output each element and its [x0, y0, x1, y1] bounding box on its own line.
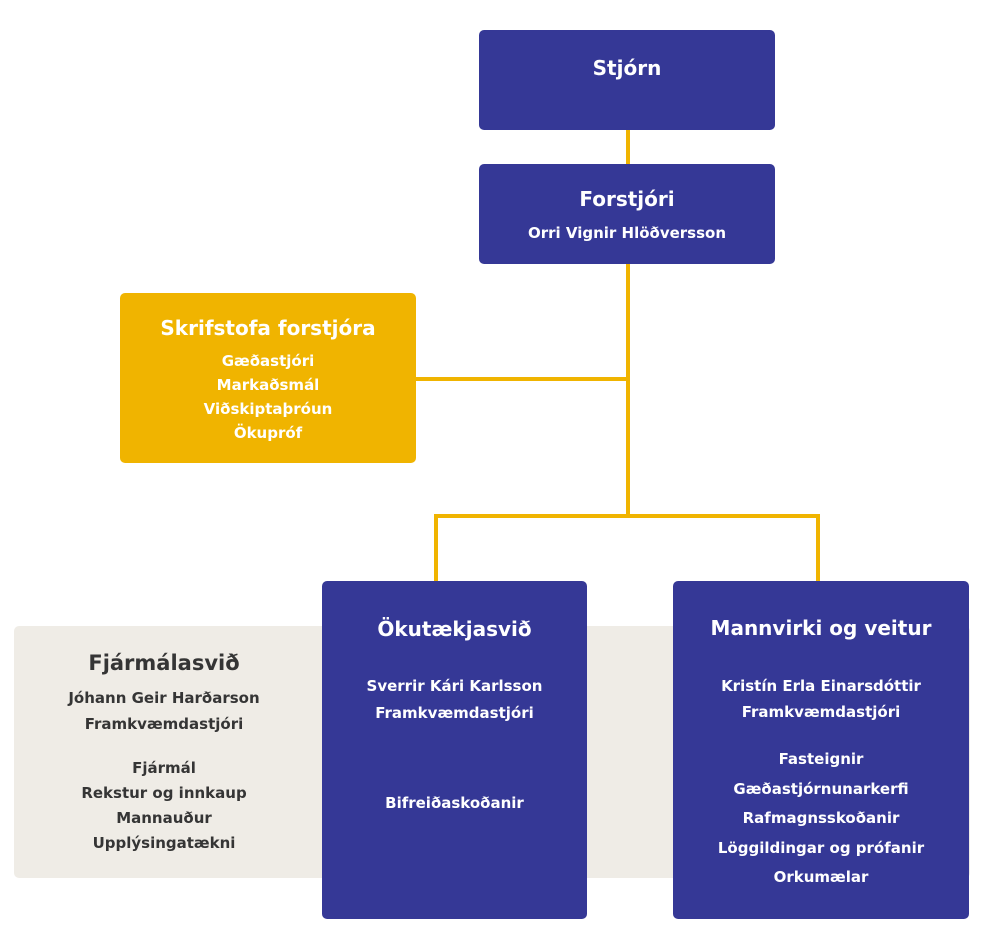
mannvirki-og-veitur-head-name: Kristín Erla Einarsdóttir	[721, 677, 921, 695]
fjarmalasvid-unit: Upplýsingatækni	[92, 834, 236, 852]
mannvirki-og-veitur-head-role: Framkvæmdastjóri	[741, 703, 901, 721]
okutaekjasvid-head-name: Sverrir Kári Karlsson	[366, 677, 543, 695]
forstjori-title: Forstjóri	[579, 187, 675, 211]
fjarmalasvid-unit: Mannauður	[116, 809, 212, 827]
forstjori-name: Orri Vignir Hlöðversson	[527, 224, 727, 242]
mannvirki-og-veitur-units: Fasteignir Gæðastjórnunarkerfi Rafmagnss…	[673, 745, 969, 893]
okutaekjasvid-units: Bifreiðaskoðanir	[322, 791, 587, 815]
okutaekjasvid-unit: Bifreiðaskoðanir	[385, 794, 524, 812]
forstjori-box: Forstjóri Orri Vignir Hlöðversson	[479, 164, 775, 264]
skrifstofa-forstjora-title: Skrifstofa forstjóra	[160, 316, 376, 340]
mannvirki-unit: Orkumælar	[773, 868, 869, 886]
okutaekjasvid-head-role: Framkvæmdastjóri	[375, 704, 534, 722]
mannvirki-unit: Gæðastjórnunarkerfi	[733, 779, 909, 798]
mannvirki-og-veitur-head: Kristín Erla Einarsdóttir Framkvæmdastjó…	[673, 673, 969, 725]
connector-skrifstofa	[416, 377, 628, 381]
fjarmalasvid-head-role: Framkvæmdastjóri	[84, 715, 244, 733]
stjorn-title: Stjórn	[592, 56, 662, 80]
fjarmalasvid-head-name: Jóhann Geir Harðarson	[68, 689, 260, 707]
mannvirki-unit: Fasteignir	[778, 750, 864, 768]
connector-horizontal-divisions	[434, 514, 820, 518]
skrifstofa-unit: Markaðsmál	[216, 376, 320, 394]
mannvirki-unit: Rafmagnsskoðanir	[742, 809, 900, 827]
skrifstofa-unit: Ökupróf	[233, 424, 303, 442]
skrifstofa-unit: Viðskiptaþróun	[203, 400, 333, 418]
skrifstofa-forstjora-units: Gæðastjóri Markaðsmál Viðskiptaþróun Öku…	[120, 349, 416, 445]
connector-okutaekja	[434, 514, 438, 581]
skrifstofa-forstjora-box: Skrifstofa forstjóra Gæðastjóri Markaðsm…	[120, 293, 416, 463]
skrifstofa-unit: Gæðastjóri	[221, 352, 315, 370]
stjorn-box: Stjórn	[479, 30, 775, 130]
fjarmalasvid-unit: Fjármál	[132, 759, 196, 777]
mannvirki-og-veitur-title: Mannvirki og veitur	[710, 616, 932, 640]
connector-stjorn-forstjori	[626, 130, 630, 164]
connector-mannvirki	[816, 514, 820, 581]
connector-forstjori-trunk	[626, 264, 630, 518]
fjarmalasvid-title: Fjármálasvið	[88, 651, 240, 675]
fjarmalasvid-unit: Rekstur og innkaup	[81, 784, 247, 802]
fjarmalasvid-units: Fjármál Rekstur og innkaup Mannauður Upp…	[14, 756, 314, 856]
okutaekjasvid-title: Ökutækjasvið	[377, 617, 532, 641]
mannvirki-unit: Löggildingar og prófanir	[717, 838, 925, 857]
okutaekjasvid-box: Ökutækjasvið Sverrir Kári Karlsson Framk…	[322, 581, 587, 919]
okutaekjasvid-head: Sverrir Kári Karlsson Framkvæmdastjóri	[322, 673, 587, 727]
fjarmalasvid-head: Jóhann Geir Harðarson Framkvæmdastjóri	[14, 685, 314, 737]
mannvirki-og-veitur-box: Mannvirki og veitur Kristín Erla Einarsd…	[673, 581, 969, 919]
